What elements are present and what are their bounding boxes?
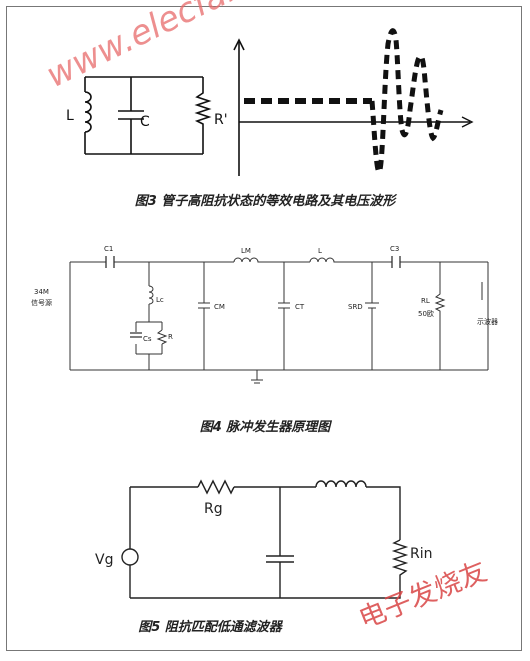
label-source-freq: 34M xyxy=(34,288,49,296)
rin-symbol xyxy=(391,539,409,578)
label-srd: SRD xyxy=(348,303,363,311)
ct-symbol xyxy=(278,262,290,370)
label-cm: CM xyxy=(214,303,225,311)
figure5-caption: 图5 阻抗匹配低通滤波器 xyxy=(138,620,282,635)
label-rl-value: 50欧 xyxy=(418,309,434,318)
capacitor-symbol xyxy=(266,487,294,598)
rg-symbol xyxy=(197,479,235,495)
resistor-r-symbol xyxy=(194,77,212,154)
label-lm: LM xyxy=(241,247,251,255)
label-source: 信号源 xyxy=(31,298,52,307)
fig5-bottom-rail xyxy=(130,578,401,599)
label-rin: Rin xyxy=(410,546,433,562)
rl-symbol xyxy=(434,262,446,370)
figure3-caption: 图3 管子高阻抗状态的等效电路及其电压波形 xyxy=(134,194,396,209)
ground-symbol xyxy=(251,370,263,384)
waveform-oscillation xyxy=(369,28,444,175)
c3-symbol xyxy=(391,256,401,268)
vg-source-symbol xyxy=(121,548,139,566)
label-c1: C1 xyxy=(104,245,113,253)
voltage-waveform xyxy=(233,28,474,176)
cs-symbol xyxy=(130,332,142,338)
cm-symbol xyxy=(198,262,210,370)
label-cs: Cs xyxy=(143,335,152,343)
figure4-circuit xyxy=(69,256,489,384)
srd-symbol xyxy=(365,262,379,370)
scope-symbol xyxy=(481,262,489,370)
lc-symbol xyxy=(148,285,154,305)
label-r: R xyxy=(168,333,173,341)
label-vg: Vg xyxy=(95,552,113,568)
fig3-label-r: R' xyxy=(214,112,228,128)
figure4-caption: 图4 脉冲发生器原理图 xyxy=(199,420,331,435)
label-scope: 示波器 xyxy=(477,317,498,326)
r-symbol xyxy=(156,329,168,345)
label-lc: Lc xyxy=(156,296,164,304)
capacitor-c-symbol xyxy=(118,77,144,154)
label-rg: Rg xyxy=(204,501,223,517)
lm-symbol xyxy=(233,257,260,263)
fig3-label-c: C xyxy=(140,114,150,130)
label-ct: CT xyxy=(295,303,305,311)
fig3-label-l: L xyxy=(66,108,74,124)
label-rl: RL xyxy=(421,297,430,305)
c1-symbol xyxy=(105,256,115,268)
label-c3: C3 xyxy=(390,245,399,253)
fig5-top-rail xyxy=(130,486,401,540)
fig3-rails xyxy=(85,76,203,155)
inductor-symbol xyxy=(315,480,367,488)
figure5-circuit xyxy=(121,479,409,599)
figure3-circuit xyxy=(84,76,212,155)
figure-frame xyxy=(6,6,522,651)
label-l: L xyxy=(318,247,322,255)
inductor-l-symbol xyxy=(84,77,92,154)
l-symbol xyxy=(309,257,336,263)
